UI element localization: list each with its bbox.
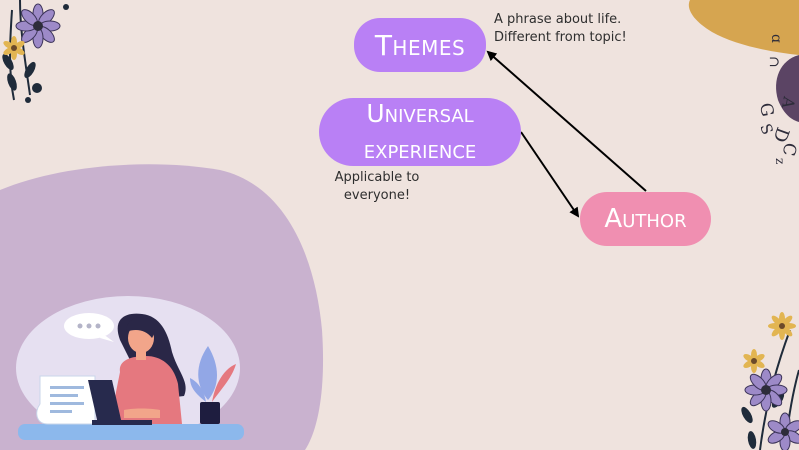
desk [18,424,244,440]
potted-plant-icon [190,346,236,424]
document-icon [37,376,95,424]
speech-bubble-icon [64,313,114,342]
woman-figure [112,314,186,424]
